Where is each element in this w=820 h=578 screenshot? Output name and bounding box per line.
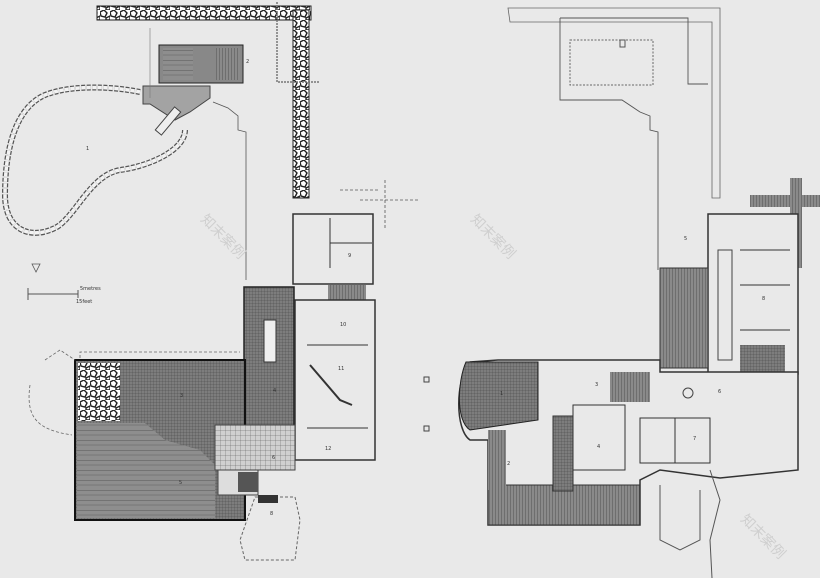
- room-label-9: 9: [348, 253, 351, 259]
- room-label-12: 12: [325, 446, 331, 452]
- first-floor-plan: 1 2 3 4 5 6 7 8: [423, 7, 820, 578]
- entrance-hall: [214, 424, 296, 471]
- upper-room-label-3: 3: [595, 382, 598, 388]
- pool-outline-upper: [569, 39, 654, 86]
- ground-floor-plan: 5metres 15feet 1 2 3 4 5 6 8 9 10 11 12: [1, 2, 420, 561]
- stone-wall-top: [96, 5, 312, 21]
- scale-metric-label: 5metres: [80, 286, 101, 292]
- library-floor: [77, 423, 215, 518]
- upper-room-label-2: 2: [507, 461, 510, 467]
- watermark: 知末案例: [197, 211, 249, 263]
- terrace-outline: [507, 7, 721, 199]
- room-label-8: 8: [270, 511, 273, 517]
- service-wing: [292, 180, 420, 305]
- scale-bar: 5metres 15feet: [27, 263, 101, 305]
- studio: [458, 361, 539, 431]
- room-label-5: 5: [179, 480, 182, 486]
- sauna-building: [142, 44, 244, 136]
- room-label-1: 1: [86, 146, 89, 152]
- dining-table: [263, 319, 277, 363]
- stone-wall-right: [292, 9, 310, 199]
- room-label-10: 10: [340, 322, 346, 328]
- room-label-3: 3: [180, 393, 183, 399]
- room-label-11: 11: [338, 366, 344, 372]
- room-label-2: 2: [246, 59, 249, 65]
- lower-terrace: [487, 484, 641, 526]
- courtyard-boundary: [212, 101, 247, 280]
- watermark: 知末案例: [467, 211, 519, 263]
- upper-room-label-8: 8: [762, 296, 765, 302]
- upper-room-label-4: 4: [597, 444, 600, 450]
- upper-room-label-1: 1: [500, 391, 503, 397]
- room-label-4: 4: [273, 388, 276, 394]
- scale-imperial-label: 15feet: [76, 299, 92, 305]
- upper-room-label-6: 6: [718, 389, 721, 395]
- room-label-6: 6: [272, 455, 275, 461]
- watermark: 知末案例: [737, 511, 789, 563]
- upper-room-label-5: 5: [684, 236, 687, 242]
- upper-room-label-7: 7: [693, 436, 696, 442]
- entrance-canopy: [239, 496, 301, 561]
- fireplace-stone: [78, 363, 120, 421]
